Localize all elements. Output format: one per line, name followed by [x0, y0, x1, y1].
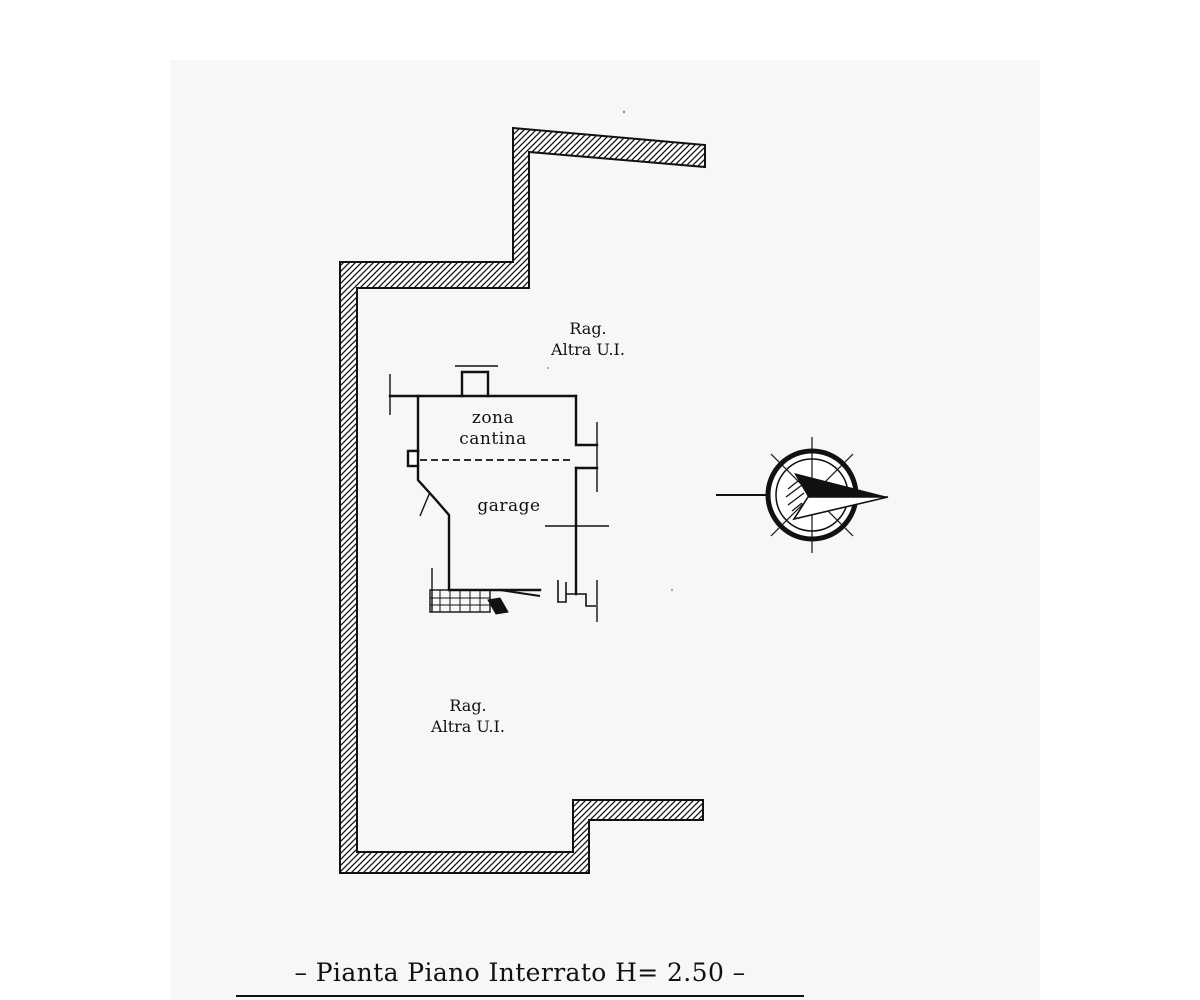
door-jamb [557, 580, 596, 607]
scanned-sheet [170, 60, 1040, 1000]
plan-caption: – Pianta Piano Interrato H= 2.50 – [294, 958, 746, 987]
adjacent-unit-label-line2: Altra U.I. [551, 340, 625, 359]
north-arrow-compass-icon [716, 437, 889, 553]
room-label-garage: garage [464, 496, 554, 517]
scan-specks [547, 110, 673, 591]
adjacent-unit-label-line1: Rag. [569, 319, 607, 338]
room-label-cantina: zona cantina [448, 408, 538, 450]
adjacent-unit-label-upper: Rag. Altra U.I. [528, 318, 648, 360]
room-label-cantina-line2: cantina [459, 429, 527, 449]
room-label-cantina-line1: zona [471, 408, 515, 428]
outer-retaining-wall [339, 126, 706, 874]
adjacent-unit-label-line2: Altra U.I. [431, 717, 505, 736]
adjacent-unit-label-line1: Rag. [449, 696, 487, 715]
stair-hatch [429, 589, 541, 615]
adjacent-unit-label-lower: Rag. Altra U.I. [408, 695, 528, 737]
room-label-garage-text: garage [477, 496, 541, 516]
unit-walls [388, 370, 599, 596]
caption-underline [236, 995, 804, 997]
